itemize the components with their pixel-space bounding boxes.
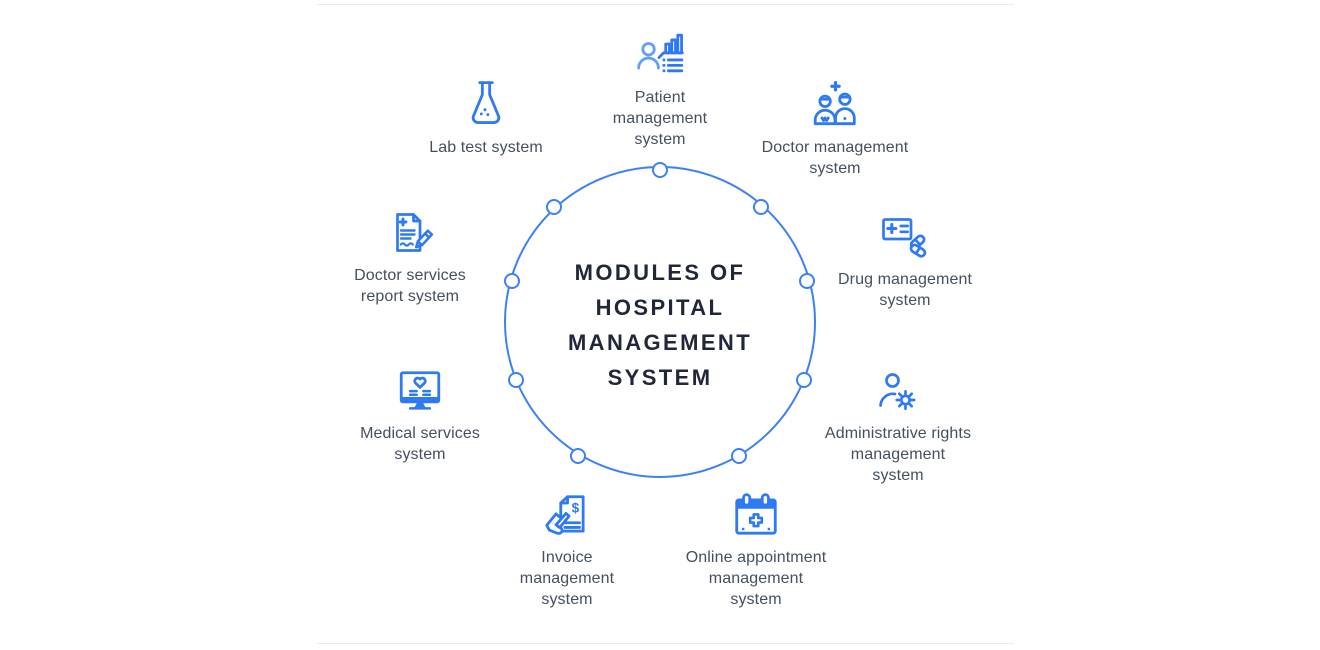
circle-node xyxy=(796,372,812,388)
circle-node xyxy=(652,162,668,178)
module-drug-management: Drug management system xyxy=(795,212,1015,312)
circle-node xyxy=(799,273,815,289)
circle-node xyxy=(731,448,747,464)
module-doctor-services-report: Doctor services report system xyxy=(300,211,520,308)
label-line: Doctor services xyxy=(354,267,466,284)
label-line: system xyxy=(809,159,861,177)
calendar-cross-icon xyxy=(731,491,781,541)
label-line: Invoice xyxy=(541,549,593,566)
title-line: SYSTEM xyxy=(607,365,713,390)
module-label: Doctor management system xyxy=(762,138,909,180)
module-administrative-rights: Administrative rights management system xyxy=(788,369,1008,486)
label-line: report system xyxy=(360,287,460,305)
monitor-heart-icon xyxy=(395,367,445,417)
module-lab-test: Lab test system xyxy=(376,79,596,159)
label-line: management xyxy=(850,445,946,463)
label-line: management xyxy=(708,569,804,587)
module-label: Administrative rights management system xyxy=(825,424,971,486)
content-frame xyxy=(317,4,1014,644)
label-line: Drug management xyxy=(837,271,972,288)
module-label: Drug management system xyxy=(838,270,972,312)
label-line: system xyxy=(541,590,593,608)
circle-node xyxy=(504,273,520,289)
label-line: management xyxy=(612,109,708,127)
label-line: Lab test system xyxy=(429,139,543,156)
label-line: system xyxy=(394,445,446,463)
label-line: Doctor management xyxy=(761,139,909,156)
module-label: Online appointment management system xyxy=(686,548,827,610)
user-gear-icon xyxy=(874,369,922,417)
central-circle xyxy=(504,166,816,478)
invoice-hand-icon: $ xyxy=(542,491,592,541)
label-line: system xyxy=(634,130,686,148)
module-label: Patient management system xyxy=(613,88,707,150)
module-label: Lab test system xyxy=(429,138,543,159)
module-doctor-management: Doctor management system xyxy=(725,80,945,180)
report-pencil-icon xyxy=(386,211,434,259)
title-line: MANAGEMENT xyxy=(567,330,753,355)
lab-flask-icon xyxy=(461,79,511,129)
module-label: Medical services system xyxy=(360,424,480,466)
module-medical-services: Medical services system xyxy=(310,367,530,466)
label-line: system xyxy=(879,291,931,309)
svg-text:$: $ xyxy=(572,500,580,515)
label-line: Medical services xyxy=(360,425,480,442)
module-invoice-management: $ Invoice management system xyxy=(457,491,677,610)
diagram-title: MODULES OF HOSPITAL MANAGEMENT SYSTEM xyxy=(540,255,780,395)
title-line: HOSPITAL xyxy=(595,295,725,320)
label-line: system xyxy=(730,590,782,608)
circle-node xyxy=(753,199,769,215)
prescription-pills-icon xyxy=(881,212,929,260)
module-label: Invoice management system xyxy=(520,548,614,610)
label-line: Online appointment xyxy=(685,549,827,566)
patient-stats-icon xyxy=(635,31,685,81)
doctors-icon xyxy=(810,80,860,131)
label-line: Administrative rights xyxy=(824,425,972,442)
module-online-appointment: Online appointment management system xyxy=(646,491,866,610)
circle-node xyxy=(508,372,524,388)
label-line: management xyxy=(519,569,615,587)
circle-node xyxy=(546,199,562,215)
label-line: Patient xyxy=(634,89,686,106)
module-patient-management: Patient management system xyxy=(550,31,770,150)
title-line: MODULES OF xyxy=(574,260,746,285)
label-line: system xyxy=(872,466,924,484)
module-label: Doctor services report system xyxy=(354,266,466,308)
circle-node xyxy=(570,448,586,464)
